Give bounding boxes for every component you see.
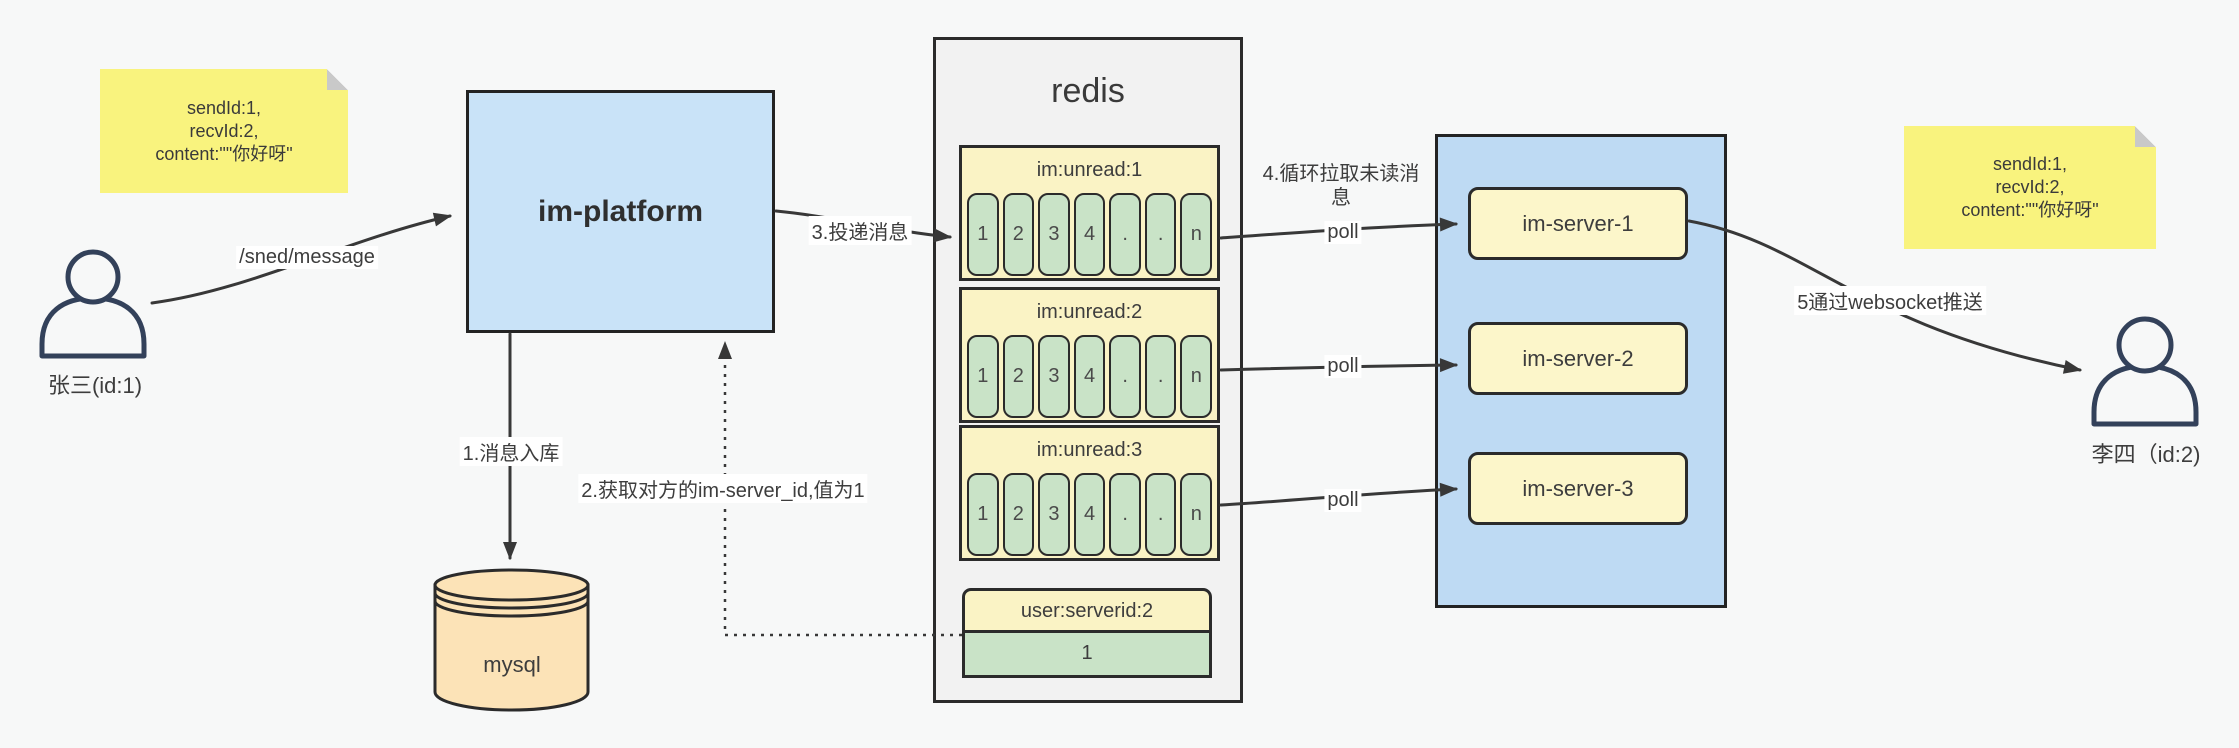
label-poll-3: poll (1324, 489, 1362, 512)
note-line: sendId:1, (186, 97, 262, 118)
queue-cell: 4 (1073, 473, 1106, 556)
queue-cell: . (1109, 473, 1141, 556)
label-poll-2: poll (1324, 355, 1362, 378)
im-server-2-label: im-server-2 (1522, 345, 1634, 371)
label-poll-1: poll (1324, 221, 1362, 244)
mysql-caption: mysql (483, 652, 541, 677)
note-line: content:""你好呀" (155, 143, 293, 164)
queue-cell: 3 (1038, 473, 1070, 556)
im-server-1-node: im-server-1 (1468, 187, 1688, 260)
im-server-2-node: im-server-2 (1468, 322, 1688, 395)
im-server-3-node: im-server-3 (1468, 452, 1688, 525)
queue-cell: . (1144, 335, 1177, 418)
im-platform-label: im-platform (538, 194, 703, 228)
note-line: recvId:2, (189, 120, 259, 141)
queue-cell: 3 (1038, 335, 1070, 418)
queue-cell: 2 (1002, 335, 1035, 418)
queue-cell: 3 (1038, 193, 1070, 276)
queue-cell: n (1180, 335, 1213, 418)
sticky-note-push: sendId:1, recvId:2, content:""你好呀" (1904, 126, 2156, 249)
queue-cell: . (1144, 193, 1177, 276)
mysql-cylinder-icon (433, 568, 590, 712)
person-icon-sender (39, 249, 147, 359)
note-line: recvId:2, (1995, 177, 2065, 197)
im-server-3-label: im-server-3 (1522, 475, 1634, 501)
queue-cell: 4 (1073, 335, 1106, 418)
person-icon-receiver (2091, 316, 2199, 427)
label-step4-loop-pull: 4.循环拉取未读消息 (1262, 163, 1420, 209)
queue-cell: 1 (967, 193, 999, 276)
im-server-cluster: im-server-1 im-server-2 im-server-3 (1435, 134, 1727, 608)
queue-header: im:unread:1 (1036, 159, 1143, 181)
im-platform-node: im-platform (466, 90, 775, 333)
sticky-note-request: sendId:1, recvId:2, content:""你好呀" (100, 69, 348, 193)
note-line: content:""你好呀" (1961, 200, 2099, 220)
user-serverid-value: 1 (962, 633, 1212, 678)
note-fold-icon (327, 69, 348, 90)
redis-title: redis (1051, 72, 1125, 110)
queue-header: im:unread:3 (1036, 439, 1143, 461)
label-step2-lookup: 2.获取对方的im-server_id,值为1 (578, 474, 868, 503)
label-step5-websocket: 5通过websocket推送 (1794, 286, 1986, 315)
label-step1-store: 1.消息入库 (459, 437, 563, 466)
queue-cell: . (1109, 193, 1141, 276)
queue-cell: 2 (1002, 473, 1035, 556)
sender-caption: 张三(id:1) (47, 373, 143, 398)
queue-cell: . (1144, 473, 1177, 556)
queue-cell: 2 (1002, 193, 1035, 276)
queue-cell: n (1180, 473, 1213, 556)
note-fold-icon (2135, 126, 2156, 147)
user-serverid-key: user:serverid:2 (962, 588, 1212, 633)
queue-cell: 4 (1073, 193, 1106, 276)
queue-header: im:unread:2 (1036, 301, 1143, 323)
queue-cell: 1 (967, 473, 999, 556)
im-server-1-label: im-server-1 (1522, 210, 1634, 236)
queue-cell: . (1109, 335, 1141, 418)
label-step3-deliver: 3.投递消息 (808, 216, 912, 245)
queue-cell: 1 (967, 335, 999, 418)
note-line: sendId:1, (1992, 154, 2068, 174)
queue-cell: n (1180, 193, 1213, 276)
label-send-api: /sned/message (236, 246, 378, 269)
user-serverid-node: user:serverid:2 1 (962, 588, 1212, 678)
receiver-caption: 李四（id:2) (2091, 442, 2201, 467)
